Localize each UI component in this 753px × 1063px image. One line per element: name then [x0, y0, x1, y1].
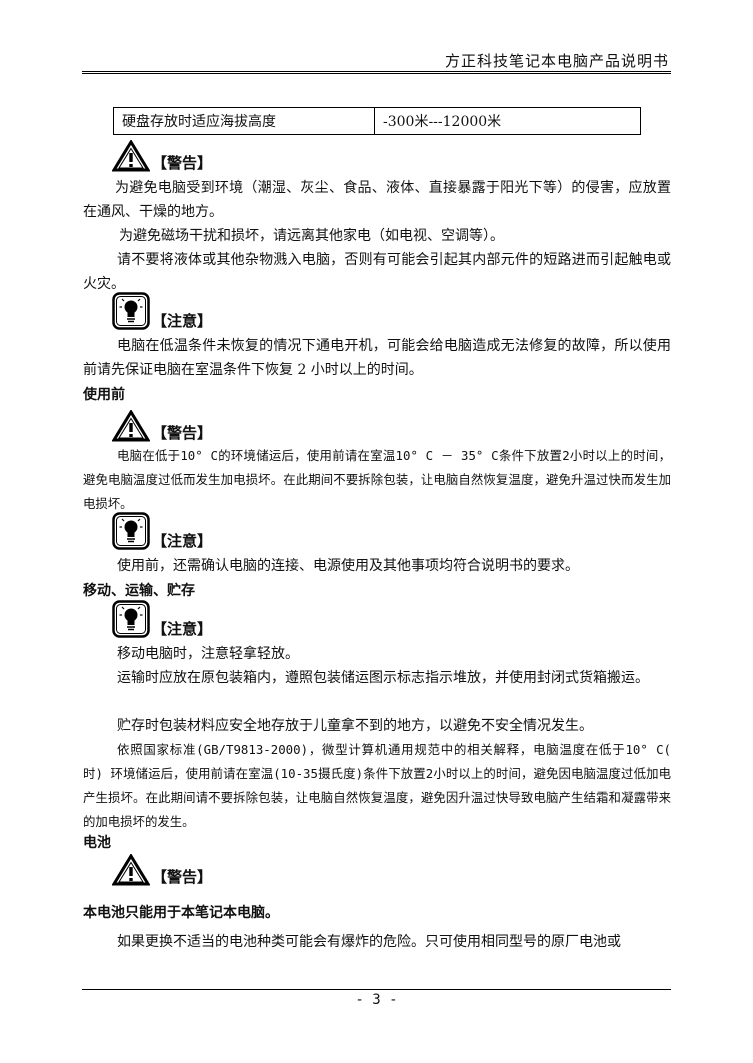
lightbulb-icon — [112, 512, 150, 550]
header-title: 方正科技笔记本电脑产品说明书 — [444, 52, 669, 70]
warning-triangle-icon — [112, 854, 150, 886]
paragraph: 贮存时包装材料应安全地存放于儿童拿不到的地方，以避免不安全情况发生。 — [117, 718, 593, 734]
warning-notice: 【警告】 — [112, 854, 212, 886]
paragraph: 电脑在低温条件未恢复的情况下通电开机，可能会给电脑造成无法修复的故障，所以使用前… — [83, 338, 671, 378]
note-notice: 【注意】 — [112, 512, 212, 550]
note-label: 【注意】 — [152, 312, 213, 330]
spec-value-cell: -300米---12000米 — [374, 107, 641, 135]
paragraph: 如果更换不适当的电池种类可能会有爆炸的危险。只可使用相同型号的原厂电池或 — [117, 934, 621, 950]
warning-label: 【警告】 — [152, 868, 213, 886]
paragraph: 电脑在低于10° C的环境储运后，使用前请在室温10° C － 35° C条件下… — [83, 448, 671, 511]
spec-label-cell: 硬盘存放时适应海拔高度 — [113, 107, 375, 135]
spec-table: 硬盘存放时适应海拔高度 -300米---12000米 — [113, 107, 641, 135]
warning-label: 【警告】 — [152, 154, 213, 172]
warning-label: 【警告】 — [152, 424, 213, 442]
lightbulb-icon — [112, 292, 150, 330]
section-heading: 使用前 — [83, 387, 125, 403]
section-heading: 电池 — [83, 835, 111, 851]
battery-statement: 本电池只能用于本笔记本电脑。 — [83, 905, 279, 921]
paragraph: 依照国家标准(GB/T9813-2000)，微型计算机通用规范中的相关解释，电脑… — [83, 742, 671, 829]
table-row: 硬盘存放时适应海拔高度 -300米---12000米 — [113, 107, 641, 135]
footer-rule — [82, 989, 671, 990]
paragraph: 使用前，还需确认电脑的连接、电源使用及其他事项均符合说明书的要求。 — [117, 558, 579, 574]
paragraph: 为避免磁场干扰和损坏，请远离其他家电（如电视、空调等）。 — [119, 228, 504, 244]
paragraph: 运输时应放在原包装箱内，遵照包装储运图示标志指示堆放，并使用封闭式货箱搬运。 — [117, 670, 649, 686]
header-rule — [82, 71, 671, 74]
paragraph: 请不要将液体或其他杂物溅入电脑，否则有可能会引起其内部元件的短路进而引起触电或火… — [83, 252, 671, 292]
note-label: 【注意】 — [152, 532, 213, 550]
warning-notice: 【警告】 — [112, 140, 212, 172]
page-number: - 3 - — [355, 992, 398, 1008]
lightbulb-icon — [112, 600, 150, 638]
note-notice: 【注意】 — [112, 600, 212, 638]
paragraph: 为避免电脑受到环境（潮湿、灰尘、食品、液体、直接暴露于阳光下等）的侵害，应放置在… — [83, 180, 671, 220]
note-notice: 【注意】 — [112, 292, 212, 330]
section-heading: 移动、运输、贮存 — [83, 583, 195, 599]
warning-triangle-icon — [112, 140, 150, 172]
warning-notice: 【警告】 — [112, 410, 212, 442]
note-label: 【注意】 — [152, 620, 213, 638]
warning-triangle-icon — [112, 410, 150, 442]
paragraph: 移动电脑时，注意轻拿轻放。 — [117, 646, 299, 662]
